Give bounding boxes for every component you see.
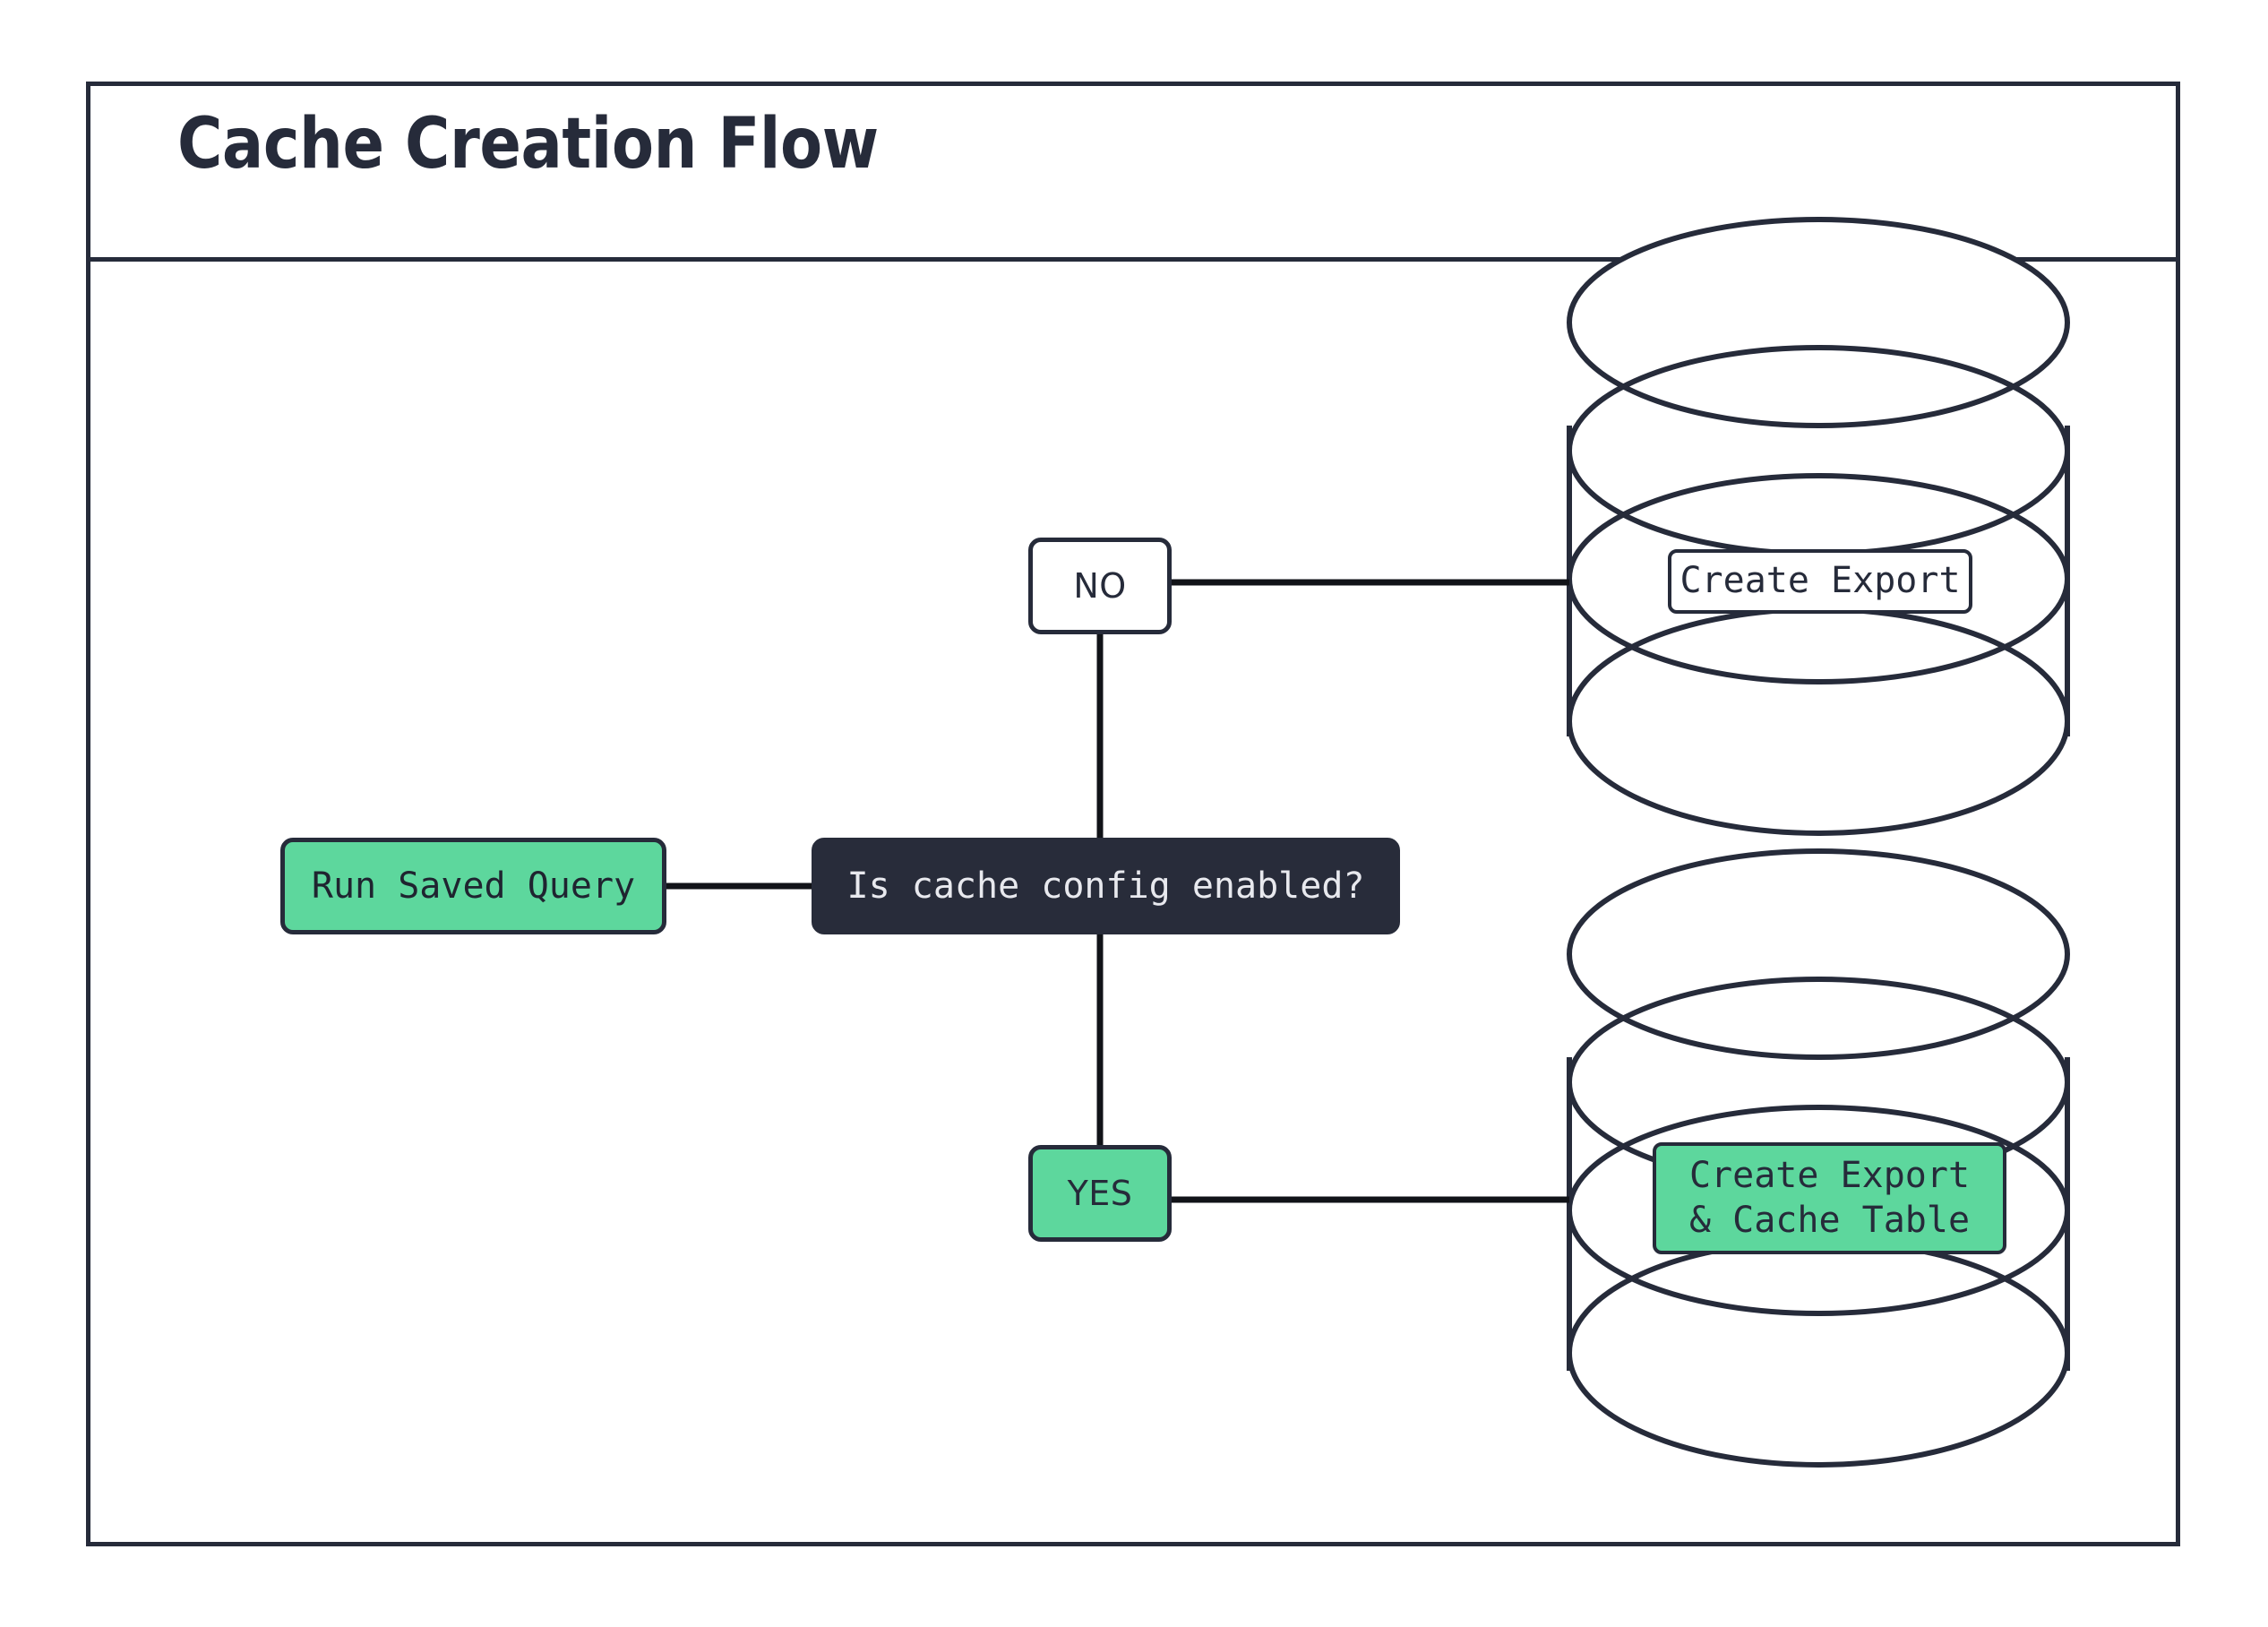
node-run-saved-query[interactable]: Run Saved Query bbox=[280, 838, 666, 934]
diagram-frame bbox=[86, 82, 2180, 1546]
page-title: Cache Creation Flow bbox=[177, 104, 879, 185]
edge-label-no[interactable]: NO bbox=[1028, 538, 1172, 634]
database-label-create-export[interactable]: Create Export bbox=[1668, 549, 1972, 614]
diagram-header-bar bbox=[86, 82, 2180, 262]
node-decision-is-cache-config-enabled[interactable]: Is cache config enabled? bbox=[812, 838, 1400, 934]
edge-label-yes[interactable]: YES bbox=[1028, 1145, 1172, 1242]
database-label-create-export-cache-table[interactable]: Create Export & Cache Table bbox=[1653, 1142, 2006, 1254]
